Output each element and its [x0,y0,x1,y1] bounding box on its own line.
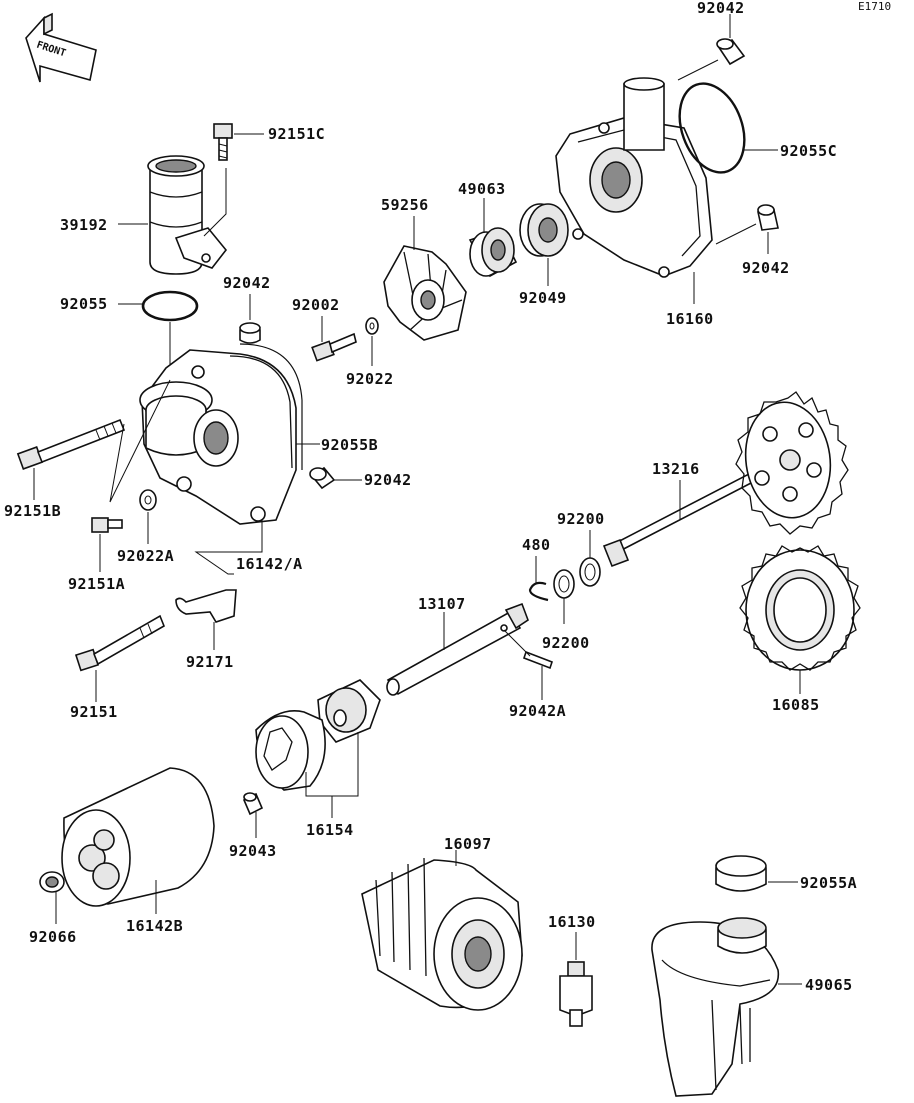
part-label-16142b: 16142B [126,917,184,935]
part-label-59256: 59256 [381,196,429,214]
dowel-pin-92042-top [716,38,746,66]
o-ring-92066 [39,871,65,893]
part-label-92042a: 92042A [509,702,567,720]
bearing-92049 [519,203,569,257]
part-label-92200-top: 92200 [557,510,605,528]
part-label-92055: 92055 [60,295,108,313]
part-label-92042-top: 92042 [697,0,745,17]
dowel-pin-92043 [242,792,264,816]
circlip-480 [528,581,549,602]
gear-shaft-13216 [602,391,849,568]
washer-92022 [365,317,379,335]
part-label-92055c: 92055C [780,142,838,160]
part-label-16130: 16130 [548,913,596,931]
oil-strainer-49065 [651,917,780,1097]
hose-fitting-39192 [147,155,228,275]
part-label-92200-bottom: 92200 [542,634,590,652]
part-label-49063: 49063 [458,180,506,198]
dowel-pin-92042-mid [309,466,336,490]
part-label-13107: 13107 [418,595,466,613]
oil-cap-92055a [715,855,767,892]
pin-92042a [522,650,554,670]
pump-cover-16160 [555,77,713,278]
pump-shaft-13107 [386,602,529,696]
part-label-92066: 92066 [29,928,77,946]
bolt-92002 [311,332,357,362]
part-label-16097: 16097 [444,835,492,853]
washer-92200-upper [579,557,601,587]
oil-filter-housing-16142b [61,767,215,907]
mechanical-seal-49063 [468,227,518,278]
part-label-16154: 16154 [306,821,354,839]
gear-16085 [739,545,861,671]
part-label-92055a: 92055A [800,874,858,892]
part-label-92002: 92002 [292,296,340,314]
part-label-92151: 92151 [70,703,118,721]
oil-filter-16097 [361,857,523,1011]
part-label-92049: 92049 [519,289,567,307]
bolt-92151a [91,517,123,533]
part-label-92042-left: 92042 [223,274,271,292]
part-label-13216: 13216 [652,460,700,478]
part-label-39192: 39192 [60,216,108,234]
part-label-49065: 49065 [805,976,853,994]
part-label-16085: 16085 [772,696,820,714]
diagram-code: E1710 [858,0,892,13]
dowel-pin-92042-right [757,204,779,231]
bolt-92151b [16,418,126,470]
dowel-pin-92042-left [239,322,261,344]
water-pump-housing-16142 [139,349,297,525]
impeller-59256 [383,245,467,341]
part-label-92055b: 92055B [321,436,379,454]
front-arrow-icon [25,12,97,83]
washer-92200-lower [553,569,575,599]
part-label-92151b: 92151B [4,502,62,520]
part-label-16142a: 16142/A [236,555,303,573]
o-ring-92055c [678,82,746,174]
part-label-16160: 16160 [666,310,714,328]
part-label-480: 480 [522,536,551,554]
clamp-92171 [175,589,237,623]
gasket-92055b [239,343,303,470]
oil-pump-rotors-16154 [255,679,381,791]
oil-pressure-fitting-16130 [559,961,593,1027]
part-label-92042-right: 92042 [742,259,790,277]
part-label-92151a: 92151A [68,575,126,593]
part-label-92022a: 92022A [117,547,175,565]
part-label-92042-mid: 92042 [364,471,412,489]
o-ring-92055 [141,290,199,322]
part-label-92043: 92043 [229,842,277,860]
washer-92022a [139,489,157,511]
part-label-92022: 92022 [346,370,394,388]
bolt-92151 [74,614,166,672]
part-label-92171: 92171 [186,653,234,671]
part-label-92151c: 92151C [268,125,326,143]
bolt-92151c [213,123,233,161]
